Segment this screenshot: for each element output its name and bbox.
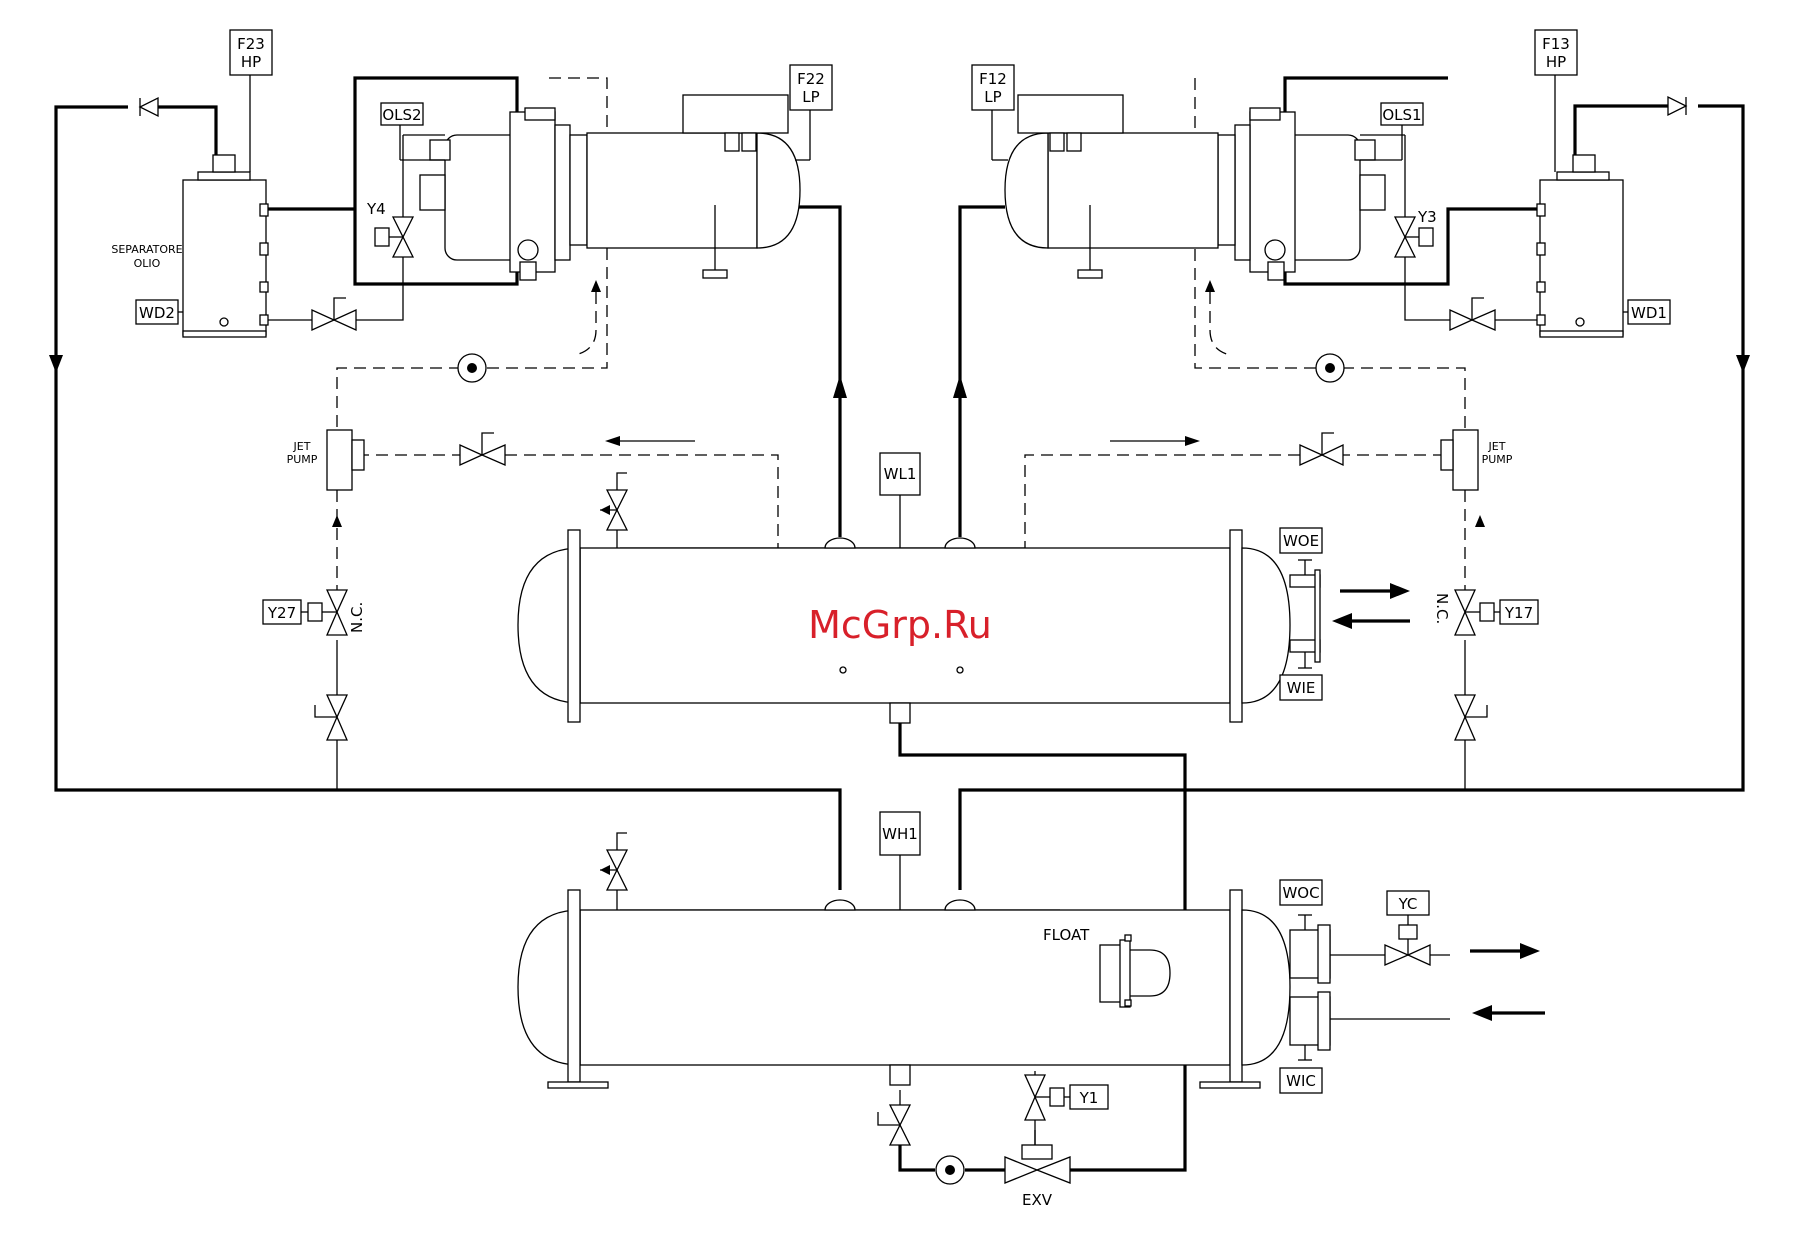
tag-f23-line1: F23 <box>237 35 265 53</box>
tag-f22-line1: F22 <box>797 70 825 88</box>
jet-pump-right-label-1: JET <box>1488 440 1506 453</box>
watermark: McGrp.Ru <box>808 603 992 647</box>
exv-label: EXV <box>1022 1191 1053 1209</box>
separatore-label-2: OLIO <box>134 257 161 270</box>
tag-f22-line2: LP <box>802 88 819 106</box>
jet-pump-right-label-2: PUMP <box>1482 453 1513 466</box>
jet-pump-left-label-1: JET <box>293 440 311 453</box>
tag-ols1: OLS1 <box>1382 106 1421 124</box>
tag-y4: Y4 <box>366 200 386 218</box>
tag-woc: WOC <box>1282 884 1319 902</box>
tag-wic: WIC <box>1286 1072 1316 1090</box>
compressor-left <box>420 95 800 280</box>
tag-yc: YC <box>1398 895 1418 913</box>
tag-f13-line1: F13 <box>1542 35 1570 53</box>
tag-f12-line1: F12 <box>979 70 1007 88</box>
tag-f12-line2: LP <box>984 88 1001 106</box>
condenser: FLOAT <box>518 890 1330 1088</box>
tag-y17: Y17 <box>1504 604 1533 622</box>
tag-wd1: WD1 <box>1631 304 1667 322</box>
tag-y27: Y27 <box>267 604 296 622</box>
jet-pump-right: JET PUMP <box>1441 430 1513 490</box>
nc-left-label: N.C. <box>348 602 366 633</box>
tag-woe: WOE <box>1283 532 1319 550</box>
oil-separator-right <box>1537 155 1623 337</box>
jet-pump-left: JET PUMP <box>287 430 364 490</box>
tag-f13-line2: HP <box>1546 53 1566 71</box>
tag-wie: WIE <box>1287 679 1316 697</box>
tag-ols2: OLS2 <box>382 106 421 124</box>
tag-wd2: WD2 <box>139 304 175 322</box>
separatore-label-1: SEPARATORE <box>111 243 182 256</box>
nc-right-label: N.C. <box>1433 593 1451 624</box>
tag-f23-line2: HP <box>241 53 261 71</box>
tag-y3: Y3 <box>1417 208 1437 226</box>
tag-wl1: WL1 <box>884 465 917 483</box>
jet-pump-left-label-2: PUMP <box>287 453 318 466</box>
tag-y1: Y1 <box>1079 1089 1099 1107</box>
float-label: FLOAT <box>1043 926 1090 944</box>
tag-wh1: WH1 <box>882 825 918 843</box>
oil-separator-left: SEPARATORE OLIO <box>111 155 268 337</box>
